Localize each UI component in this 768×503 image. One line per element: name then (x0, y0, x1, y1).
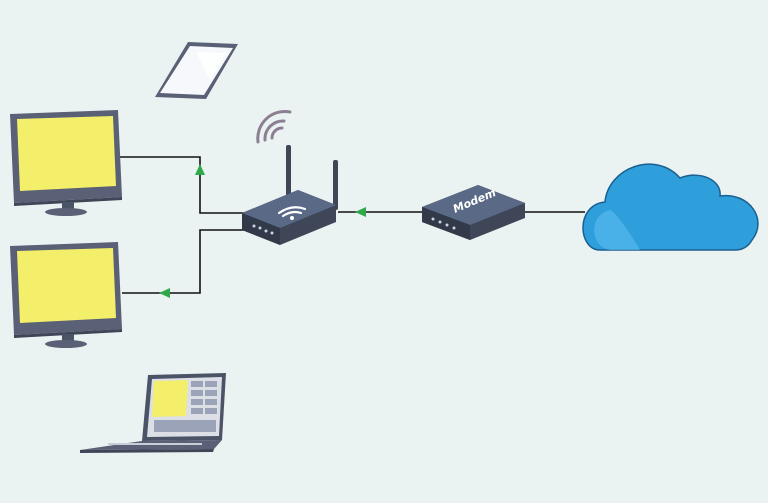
desktop-monitor-icon (10, 242, 122, 348)
arrow-up-icon (195, 164, 205, 175)
link-router-to-monitor-bottom (122, 229, 258, 294)
wifi-router-icon (242, 110, 338, 245)
connections (120, 156, 585, 294)
tablet-icon (155, 42, 238, 99)
arrow-left-icon (159, 288, 170, 298)
arrow-left-icon (355, 207, 366, 217)
desktop-monitor-icon (10, 110, 122, 216)
modem-icon: Modem (422, 185, 525, 240)
flow-arrows (159, 164, 366, 298)
laptop-icon (80, 373, 226, 453)
link-router-to-monitor-top (120, 156, 258, 214)
wifi-signal-icon (256, 110, 292, 144)
cloud-icon (582, 163, 759, 251)
